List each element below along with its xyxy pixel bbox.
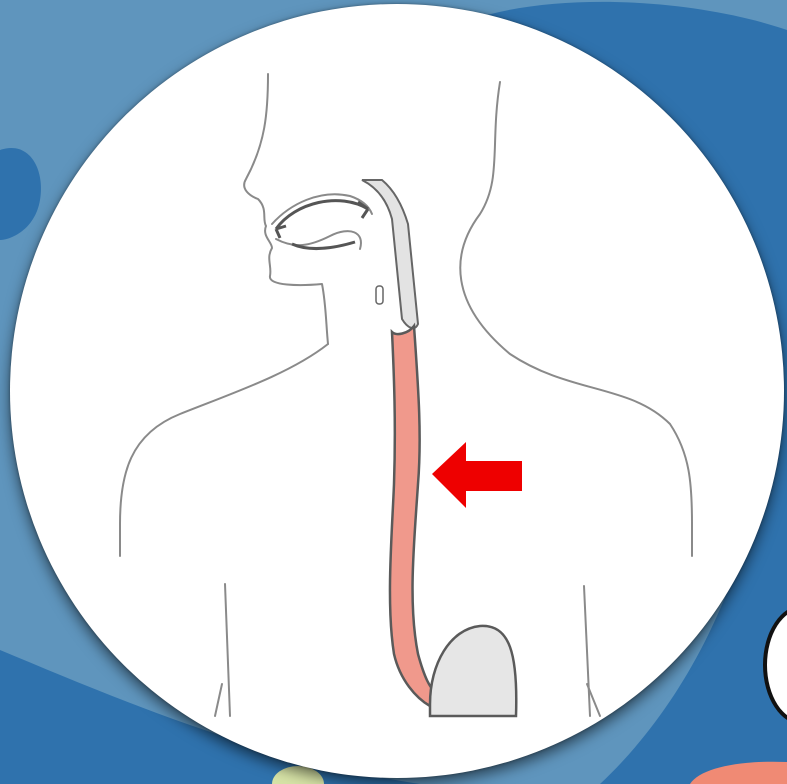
right-arm-line <box>584 586 590 716</box>
left-arm-line-2 <box>215 684 222 716</box>
face-outline <box>244 74 328 344</box>
esophagus <box>390 326 438 706</box>
airflow-head-2 <box>276 226 286 238</box>
epiglottis <box>376 286 383 304</box>
airflow-arrow-upper <box>276 201 368 229</box>
left-shoulder-outline <box>120 344 328 556</box>
pharynx <box>362 180 418 328</box>
oral-cavity-outline <box>276 231 361 249</box>
red-left-arrow-icon <box>432 442 522 508</box>
nasal-cavity-outline <box>272 194 372 224</box>
illustration-circle <box>10 4 784 778</box>
left-arm-line <box>225 584 230 716</box>
esophagus-diagram <box>10 4 784 778</box>
stomach <box>430 626 516 716</box>
